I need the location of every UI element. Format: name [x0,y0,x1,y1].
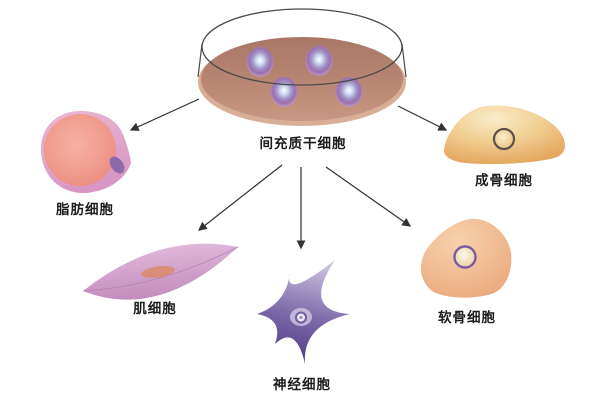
label-neuron: 神经细胞 [273,377,331,392]
stem-cell [270,77,298,107]
dish-wall-right [401,43,407,78]
dish-wall-left [197,43,203,78]
stem-cell [246,47,274,77]
stem-cell [335,77,363,107]
chondrocyte-nucleus [453,245,477,269]
arrow-to-adipocyte [129,98,200,131]
arrow-to-myocyte [197,164,283,231]
adipocyte-nucleus [109,156,125,174]
petri-dish [197,8,407,126]
neuron-cell [257,260,350,364]
neuron-nucleolus [299,315,303,320]
lipid-droplet [44,114,116,186]
arrow-to-chondrocyte [325,166,412,227]
osteoblast-cell [443,105,565,165]
label-adipocyte: 脂肪细胞 [56,202,114,217]
adipocyte-cell [40,110,131,194]
stem-cell [305,46,333,76]
label-chondrocyte: 软骨细胞 [438,310,496,325]
label-myocyte: 肌细胞 [133,301,177,316]
arrows [129,98,448,250]
myocyte-cell [82,243,239,300]
dish-medium [201,37,403,121]
label-osteoblast: 成骨细胞 [475,173,533,188]
myocyte-nucleus [141,266,175,278]
arrow-to-osteoblast [397,105,448,131]
label-mesenchymal-stem-cell: 间充质干细胞 [259,136,347,151]
osteoblast-nucleus [492,127,516,151]
dish-rim [201,8,403,86]
chondrocyte-cell [420,218,512,298]
myocyte-fold-line [82,246,239,292]
